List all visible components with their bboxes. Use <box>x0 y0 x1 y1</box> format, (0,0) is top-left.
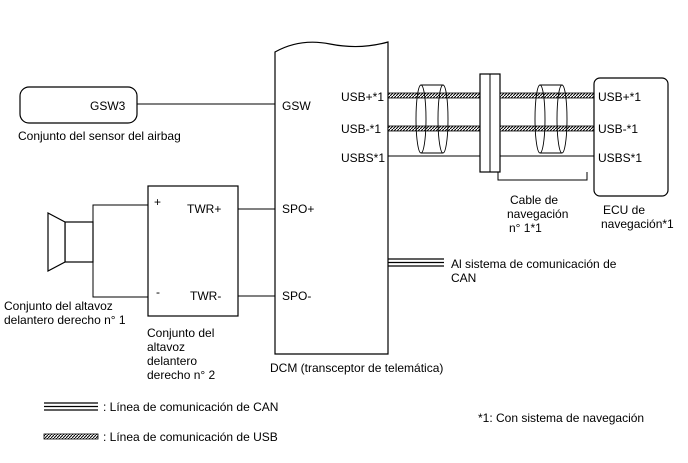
legend-usb-label: : Línea de comunicación de USB <box>103 430 278 444</box>
dcm-pin-gsw: GSW <box>282 99 311 113</box>
speaker-assembly-minus-sign: - <box>156 285 160 299</box>
speaker-caption-line1: Conjunto del altavoz <box>4 299 113 313</box>
speaker-assembly-pin-twr-minus: TWR- <box>190 289 221 303</box>
speaker-assembly-box <box>147 185 239 317</box>
speaker-assembly-caption-line1: Conjunto del <box>147 326 214 340</box>
dcm-pin-usb-minus: USB-*1 <box>341 122 381 136</box>
wire-speaker-minus <box>92 253 148 298</box>
dcm-pin-usb-plus: USB+*1 <box>341 90 384 104</box>
ecu-pin-usb-plus: USB+*1 <box>598 90 641 104</box>
legend-footnote: *1: Con sistema de navegación <box>478 411 644 425</box>
airbag-sensor-box <box>19 86 138 124</box>
legend-can-label: : Línea de comunicación de CAN <box>103 400 278 414</box>
navigation-cable-caption-line1: Cable de <box>510 193 558 207</box>
navigation-ecu-caption-line2: navegación*1 <box>601 217 674 231</box>
wire-speaker-plus <box>92 204 148 231</box>
usb-line-plus-right <box>499 92 595 99</box>
can-bus-label-line2: CAN <box>451 271 476 285</box>
speaker-assembly-caption-line4: derecho n° 2 <box>147 368 216 382</box>
dcm-box <box>274 41 389 355</box>
navigation-cable-caption-line2: navegación <box>507 207 568 221</box>
usb-line-minus-left <box>387 125 481 132</box>
speaker-cone <box>47 212 66 272</box>
dcm-pin-spo-minus: SPO- <box>282 289 311 303</box>
navigation-ecu-caption-line1: ECU de <box>603 203 645 217</box>
legend-usb-swatch <box>43 433 99 440</box>
usb-line-plus-left <box>387 92 481 99</box>
ecu-pin-usb-minus: USB-*1 <box>598 122 638 136</box>
speaker-caption-line2: delantero derecho n° 1 <box>4 313 126 327</box>
navigation-cable-caption-line3: n° 1*1 <box>509 221 542 235</box>
dcm-pin-usbs: USBS*1 <box>341 151 385 165</box>
usb-line-minus-right <box>499 125 595 132</box>
speaker-assembly-caption-line2: altavoz <box>147 340 185 354</box>
dcm-pin-spo-plus: SPO+ <box>282 202 314 216</box>
speaker-assembly-pin-twr-plus: TWR+ <box>187 202 221 216</box>
airbag-sensor-pin-gsw3: GSW3 <box>90 99 126 113</box>
navigation-cable-bracket <box>497 172 588 181</box>
ecu-pin-usbs: USBS*1 <box>598 151 642 165</box>
speaker-magnet <box>64 221 94 263</box>
speaker-assembly-caption-line3: delantero <box>147 354 197 368</box>
can-bus-label-line1: Al sistema de comunicación de <box>451 257 617 271</box>
dcm-caption: DCM (transceptor de telemática) <box>270 361 443 375</box>
navigation-ecu-box <box>593 77 669 197</box>
speaker-assembly-plus-sign: + <box>154 195 161 209</box>
airbag-sensor-caption: Conjunto del sensor del airbag <box>18 129 181 143</box>
